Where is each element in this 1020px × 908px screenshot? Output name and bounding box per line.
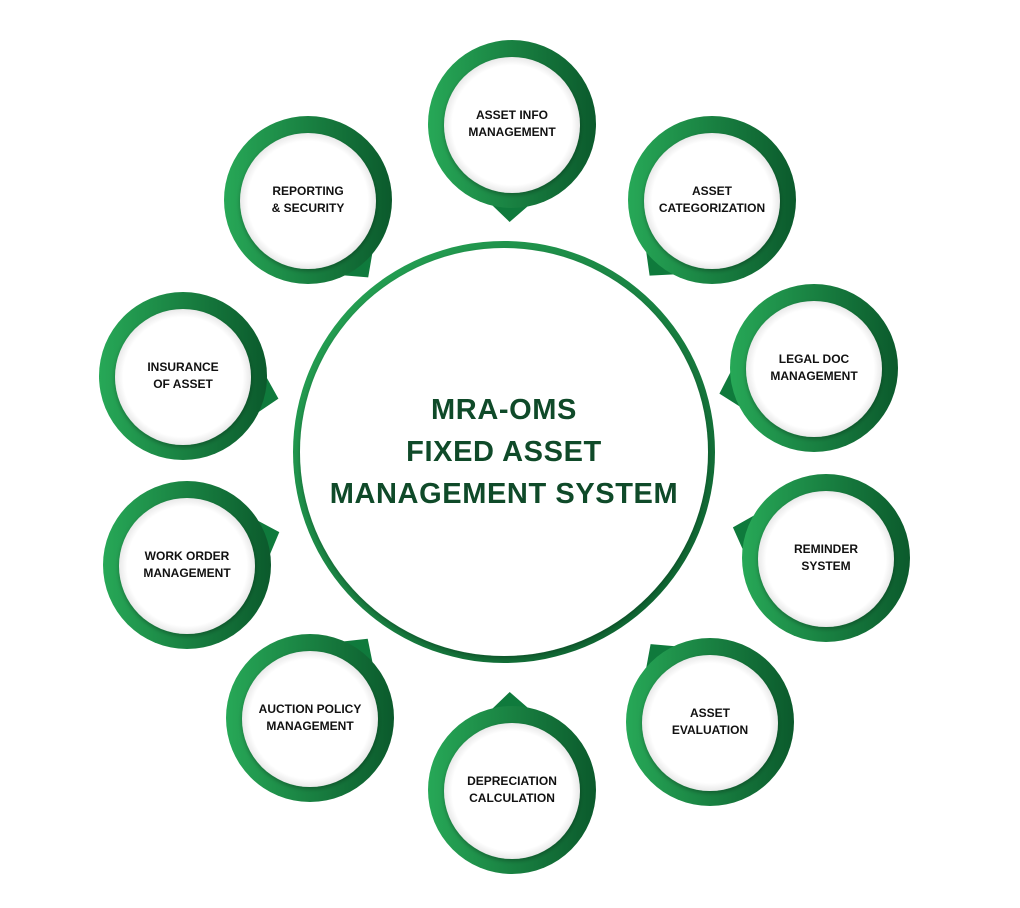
hub-title-line-3: MANAGEMENT SYSTEM (329, 478, 679, 510)
module-disc (242, 651, 378, 787)
module-ring-auction-policy-management (226, 634, 394, 802)
module-work-order-management: WORK ORDER MANAGEMENT (119, 497, 255, 633)
module-disc (240, 133, 376, 269)
module-ring-reporting-and-security (224, 116, 392, 284)
module-legal-doc-management: LEGAL DOC MANAGEMENT (746, 300, 882, 436)
module-label-line: ASSET (689, 706, 730, 720)
module-label-line: OF ASSET (153, 377, 213, 391)
module-disc (119, 498, 255, 634)
module-label-line: SYSTEM (801, 559, 851, 573)
module-asset-info-management: ASSET INFO MANAGEMENT (444, 56, 580, 192)
module-depreciation-calculation: DEPRECIATION CALCULATION (444, 722, 580, 858)
module-ring-asset-evaluation (626, 638, 794, 806)
module-disc (444, 57, 580, 193)
module-label-line: MANAGEMENT (143, 566, 231, 580)
module-disc (746, 301, 882, 437)
module-ring-asset-info-management (428, 40, 596, 222)
module-label-line: WORK ORDER (144, 549, 230, 563)
module-label-line: MANAGEMENT (770, 369, 858, 383)
module-label-line: & SECURITY (271, 201, 345, 215)
module-ring-reminder-system (732, 474, 910, 642)
module-label-line: DEPRECIATION (467, 774, 557, 788)
module-rings (99, 40, 910, 874)
module-label-line: MANAGEMENT (266, 719, 354, 733)
module-disc (758, 491, 894, 627)
module-label-line: CALCULATION (469, 791, 555, 805)
module-label-line: ASSET INFO (475, 108, 548, 122)
module-disc (115, 309, 251, 445)
module-ring-depreciation-calculation (428, 692, 596, 874)
module-label-line: AUCTION POLICY (258, 702, 362, 716)
module-label-line: CATEGORIZATION (658, 201, 766, 215)
module-asset-evaluation: ASSET EVALUATION (642, 654, 778, 790)
module-auction-policy-management: AUCTION POLICY MANAGEMENT (242, 650, 378, 786)
hub-title: MRA-OMS FIXED ASSET MANAGEMENT SYSTEM (302, 250, 706, 654)
module-asset-categorization: ASSET CATEGORIZATION (644, 132, 780, 268)
module-label-line: REPORTING (272, 184, 344, 198)
module-label-line: INSURANCE (147, 360, 219, 374)
module-label-line: MANAGEMENT (468, 125, 556, 139)
module-label-line: ASSET (691, 184, 732, 198)
module-label-line: REMINDER (793, 542, 858, 556)
module-reporting-and-security: REPORTING & SECURITY (240, 132, 376, 268)
module-disc (444, 723, 580, 859)
hub-title-line-2: FIXED ASSET (406, 436, 602, 468)
module-disc (642, 655, 778, 791)
module-reminder-system: REMINDER SYSTEM (758, 490, 894, 626)
hub-title-line-1: MRA-OMS (431, 394, 577, 426)
module-ring-work-order-management (103, 481, 280, 649)
module-ring-insurance-of-asset (99, 292, 279, 460)
module-disc (644, 133, 780, 269)
module-label-line: EVALUATION (671, 723, 749, 737)
hub-ring (293, 241, 715, 663)
module-label-line: LEGAL DOC (778, 352, 850, 366)
module-ring-asset-categorization (628, 116, 796, 284)
module-insurance-of-asset: INSURANCE OF ASSET (115, 308, 251, 444)
module-ring-legal-doc-management (719, 284, 898, 452)
